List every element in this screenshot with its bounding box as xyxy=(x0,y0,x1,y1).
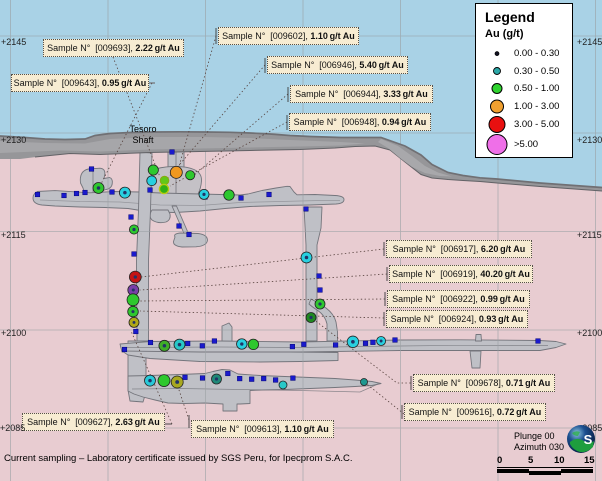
svg-text:5: 5 xyxy=(528,455,534,466)
svg-text:0: 0 xyxy=(497,455,502,466)
svg-text:S: S xyxy=(584,432,593,447)
svg-text:15: 15 xyxy=(584,455,595,466)
svg-text:10: 10 xyxy=(554,455,565,466)
